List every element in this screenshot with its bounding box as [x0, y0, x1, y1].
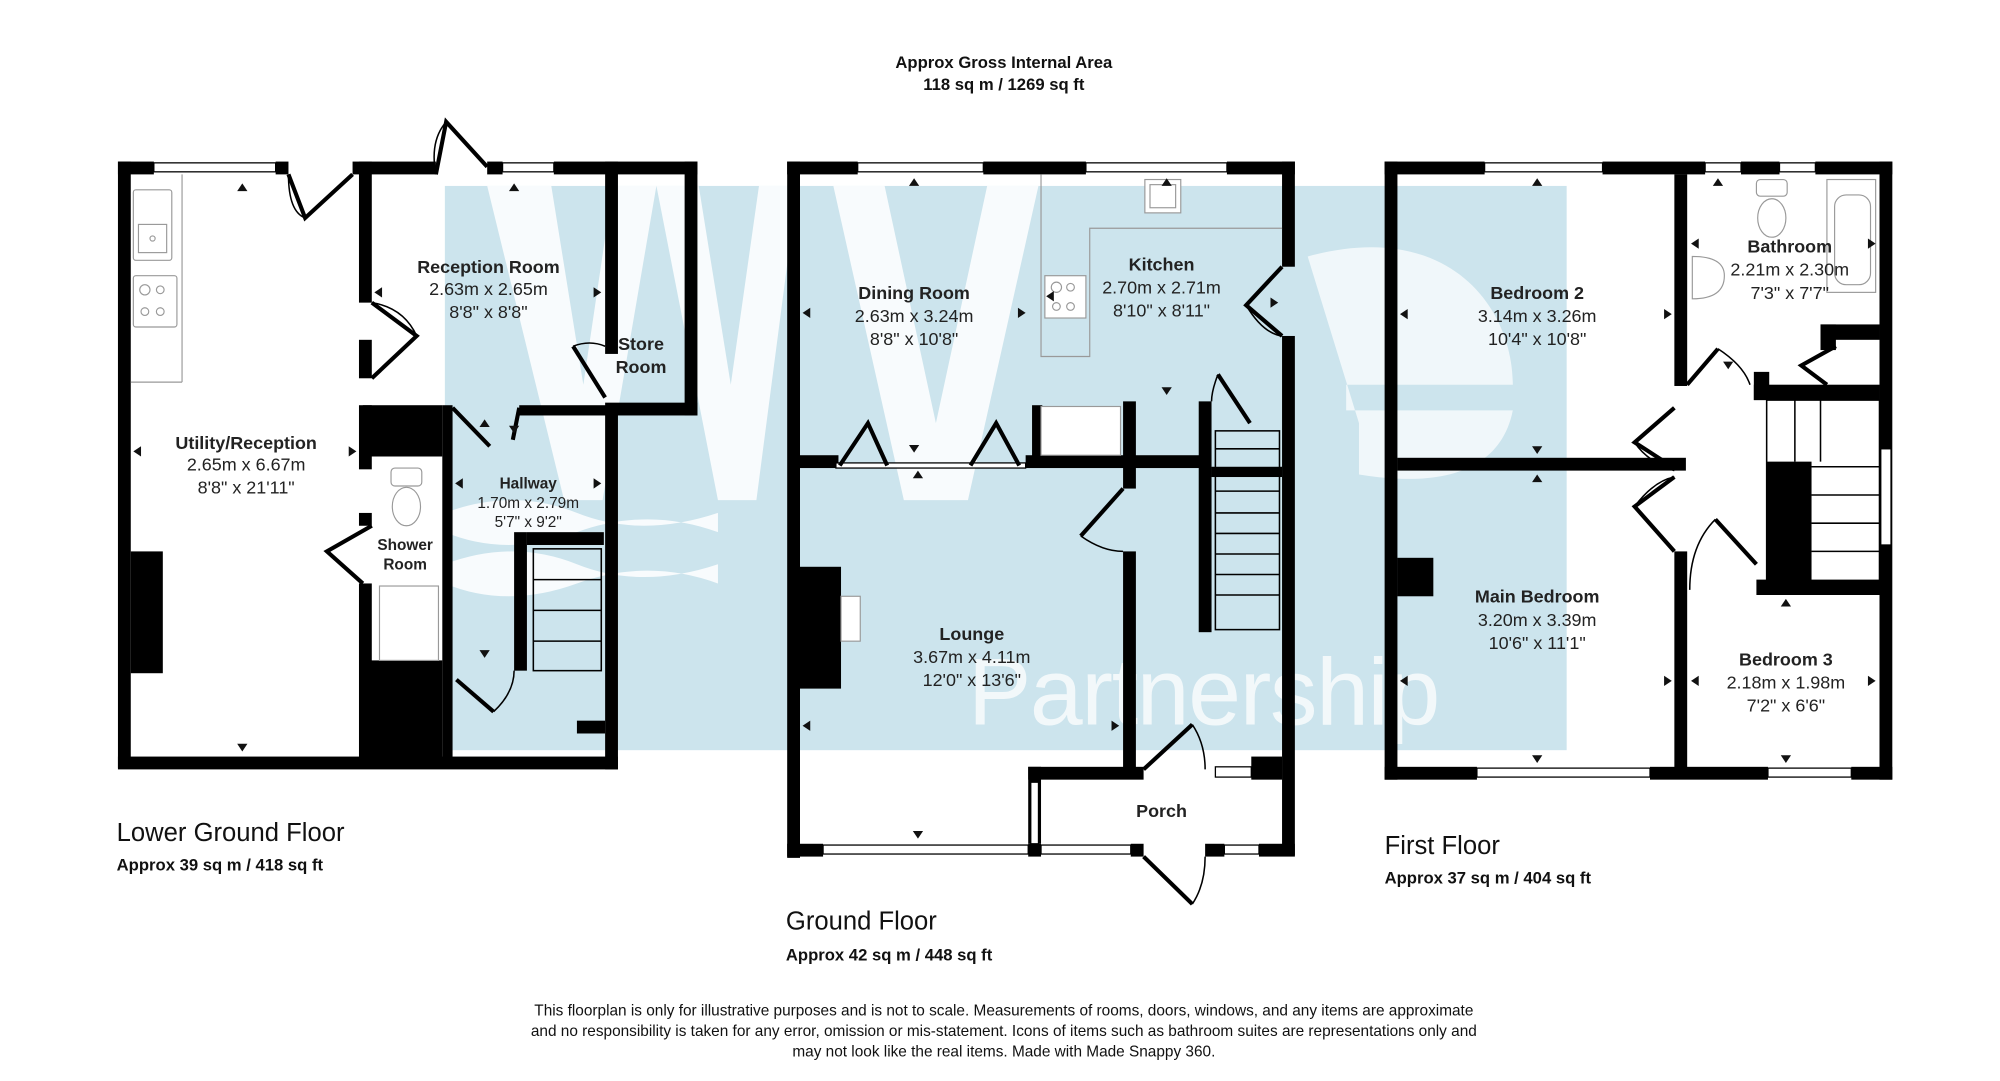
floor-area-lower-ground: Approx 39 sq m / 418 sq ft: [117, 856, 324, 875]
room-name-bedroom-3: Bedroom 3: [1739, 650, 1833, 670]
room-dim-kitchen-imperial: 8'10" x 8'11": [1113, 301, 1210, 321]
first-floor-plan: Bedroom 2 3.14m x 3.26m 10'4" x 10'8" Ba…: [1384, 161, 1893, 780]
room-dim-lounge-metric: 3.67m x 4.11m: [913, 647, 1030, 667]
floor-title-first: First Floor: [1385, 832, 1501, 860]
room-name-porch: Porch: [1136, 801, 1187, 821]
room-name-bathroom: Bathroom: [1747, 237, 1832, 257]
room-name-bedroom-2: Bedroom 2: [1490, 283, 1584, 303]
room-dim-hallway-metric: 1.70m x 2.79m: [477, 495, 579, 512]
room-dim-reception-room-metric: 2.63m x 2.65m: [429, 279, 548, 299]
watermark-brand-text: Partnership: [968, 640, 1439, 746]
hob-icon: [132, 275, 178, 328]
room-dim-dining-room-imperial: 8'8" x 10'8": [870, 329, 958, 349]
basin-icon: [1691, 255, 1725, 300]
ground-floor-plan: Dining Room 2.63m x 3.24m 8'8" x 10'8" K…: [787, 161, 1295, 906]
room-dim-bedroom-3-imperial: 7'2" x 6'6": [1747, 696, 1825, 716]
room-name-main-bedroom: Main Bedroom: [1475, 587, 1600, 607]
room-dim-main-bedroom-metric: 3.20m x 3.39m: [1478, 610, 1597, 630]
floor-area-first: Approx 37 sq m / 404 sq ft: [1385, 869, 1592, 888]
room-name-shower-room-2: Room: [383, 556, 427, 573]
room-dim-bathroom-imperial: 7'3" x 7'7": [1751, 283, 1829, 303]
room-dim-bedroom-3-metric: 2.18m x 1.98m: [1727, 673, 1846, 693]
room-dim-utility-reception-imperial: 8'8" x 21'11": [198, 478, 295, 498]
room-dim-dining-room-metric: 2.63m x 3.24m: [855, 306, 974, 326]
gross-area-title: Approx Gross Internal Area: [895, 53, 1113, 72]
disclaimer-line-3: may not look like the real items. Made w…: [792, 1044, 1215, 1061]
room-name-utility-reception: Utility/Reception: [175, 433, 317, 453]
stairs-icon: [532, 548, 603, 672]
sink-icon: [132, 189, 173, 261]
disclaimer-line-1: This floorplan is only for illustrative …: [534, 1003, 1473, 1020]
floor-area-ground: Approx 42 sq m / 448 sq ft: [786, 945, 993, 964]
floor-title-ground: Ground Floor: [786, 908, 937, 936]
kitchen-sink-icon: [1144, 178, 1182, 214]
room-dim-bedroom-2-metric: 3.14m x 3.26m: [1478, 306, 1597, 326]
room-dim-main-bedroom-imperial: 10'6" x 11'1": [1489, 633, 1586, 653]
room-name-dining-room: Dining Room: [858, 283, 970, 303]
hob-icon: [1044, 275, 1087, 319]
shower-tray-icon: [378, 585, 440, 661]
room-name-reception-room: Reception Room: [417, 257, 560, 277]
room-dim-kitchen-metric: 2.70m x 2.71m: [1102, 278, 1221, 298]
room-name-store-room-2: Room: [616, 357, 667, 377]
room-dim-reception-room-imperial: 8'8" x 8'8": [449, 302, 527, 322]
room-dim-bedroom-2-imperial: 10'4" x 10'8": [1488, 329, 1586, 349]
floor-title-lower-ground: Lower Ground Floor: [117, 819, 345, 847]
bath-icon: [1826, 178, 1877, 293]
gross-area-value: 118 sq m / 1269 sq ft: [923, 75, 1085, 94]
toilet-icon: [390, 467, 423, 527]
room-dim-utility-reception-metric: 2.65m x 6.67m: [187, 455, 306, 475]
room-name-lounge: Lounge: [939, 624, 1004, 644]
stairs-icon: [1765, 399, 1881, 587]
lower-ground-floor-plan: Utility/Reception 2.65m x 6.67m 8'8" x 2…: [117, 117, 698, 770]
room-name-store-room: Store: [618, 334, 664, 354]
room-dim-hallway-imperial: 5'7" x 9'2": [495, 514, 562, 531]
room-name-shower-room: Shower: [377, 537, 433, 554]
room-dim-lounge-imperial: 12'0" x 13'6": [923, 670, 1021, 690]
room-name-kitchen: Kitchen: [1129, 255, 1195, 275]
disclaimer-line-2: and no responsibility is taken for any e…: [531, 1023, 1477, 1040]
room-name-hallway: Hallway: [500, 476, 558, 493]
room-dim-bathroom-metric: 2.21m x 2.30m: [1730, 260, 1849, 280]
toilet-icon: [1755, 178, 1788, 238]
wave-partnership-watermark: Partnership: [444, 185, 1567, 751]
